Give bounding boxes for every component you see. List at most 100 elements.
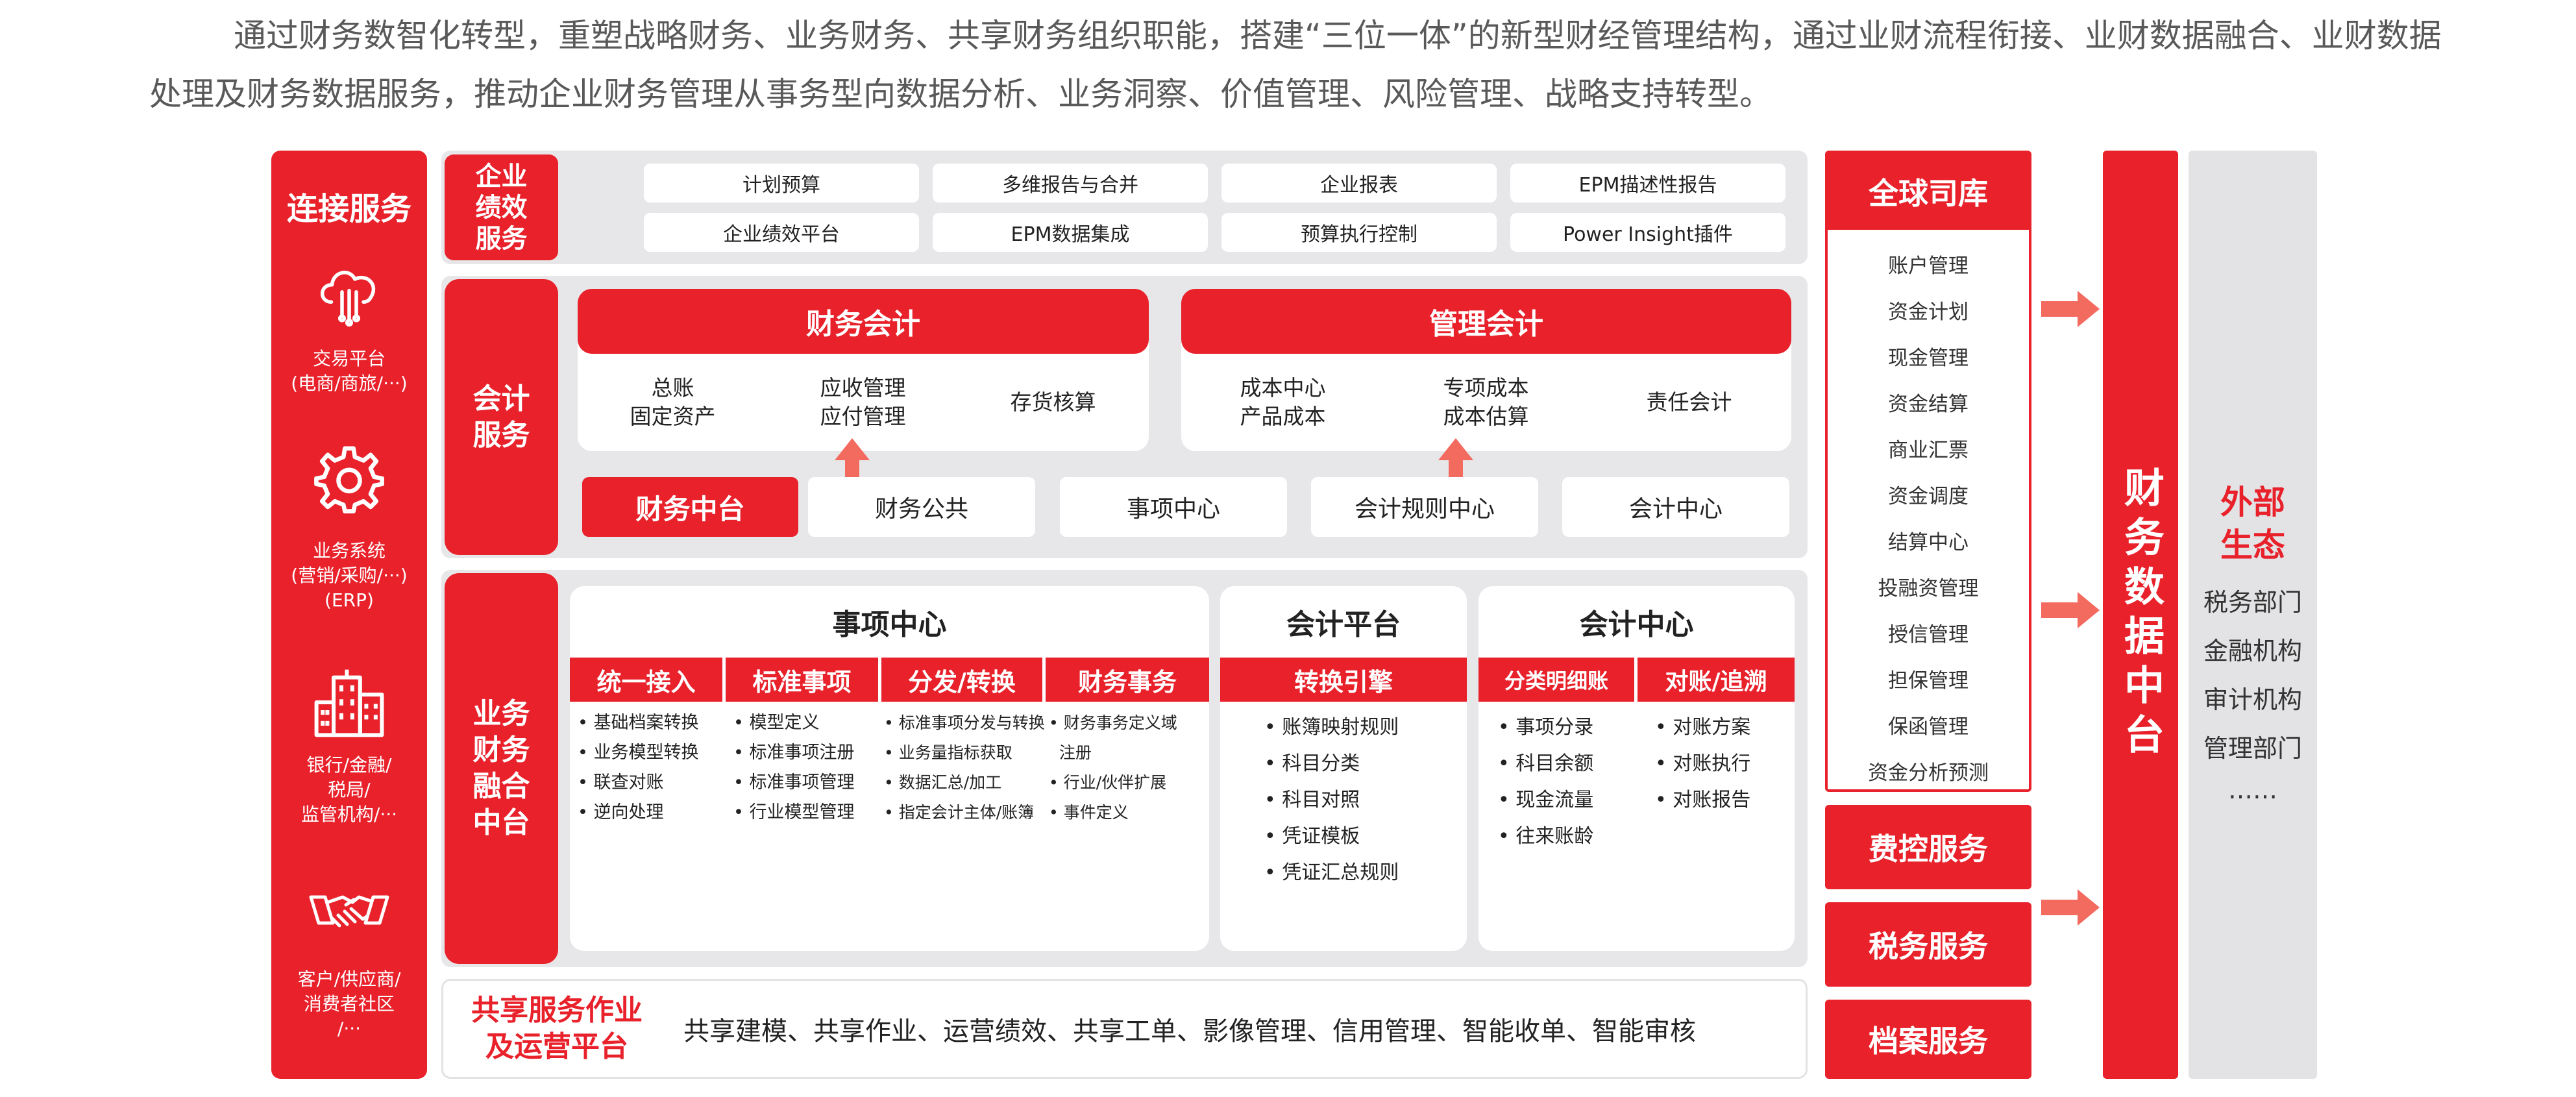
- gear-icon: [313, 443, 385, 514]
- event-column-list: • 模型定义 • 标准事项注册 • 标准事项管理 • 行业模型管理: [733, 708, 883, 828]
- epm-item: 计划预算: [644, 164, 919, 203]
- event-column-header: 财务事务: [1046, 658, 1209, 702]
- list-item: • 标准事项分发与转换: [884, 713, 1045, 732]
- list-item: • 基础档案转换: [578, 713, 699, 733]
- external-ecosystem-panel: 外部 生态 税务部门 金融机构 审计机构 管理部门 ……: [2189, 151, 2317, 1079]
- list-item: • 财务事务定义域: [1049, 713, 1177, 732]
- accounting-platform-box: 会计平台 转换引擎 • 账簿映射规则 • 科目分类 • 科目对照 • 凭证模板 …: [1220, 586, 1467, 951]
- archive-service: 档案服务: [1825, 1000, 2031, 1079]
- management-accounting-item: 专项成本 成本估算: [1443, 375, 1529, 429]
- event-column-header: 统一接入: [570, 658, 722, 702]
- external-item: 税务部门: [2203, 588, 2302, 617]
- epm-item: EPM数据集成: [933, 213, 1208, 252]
- list-item: • 模型定义: [733, 713, 820, 733]
- arrow-right-icon: [2041, 889, 2100, 926]
- treasury-list: 账户管理 资金计划 现金管理 资金结算 商业汇票 资金调度 结算中心 投融资管理…: [1828, 241, 2029, 794]
- finance-data-middle-platform: 财务数据中台: [2103, 151, 2178, 1079]
- financial-accounting-box: 财务会计 总账 固定资产 应收管理 应付管理 存货核算: [578, 289, 1149, 451]
- connect-item-label: 银行/金融/ 税局/ 监管机构/···: [301, 754, 398, 825]
- list-item: • 科目余额: [1498, 752, 1594, 775]
- list-item: • 标准事项管理: [733, 772, 855, 793]
- epm-item: Power Insight插件: [1510, 213, 1785, 252]
- accounting-center-title: 会计中心: [1579, 608, 1694, 641]
- accounting-center-header: 对账/追溯: [1638, 658, 1795, 702]
- accounting-platform-title: 会计平台: [1286, 608, 1401, 641]
- external-ecosystem-title: 外部 生态: [2220, 484, 2285, 564]
- treasury-item: 结算中心: [1888, 531, 1969, 554]
- event-column-list: • 标准事项分发与转换 • 业务量指标获取 • 数据汇总/加工 • 指定会计主体…: [884, 708, 1046, 828]
- arrow-up-icon: [1438, 438, 1473, 489]
- finance-middle-item: 事项中心: [1060, 477, 1287, 537]
- list-item: • 逆向处理: [578, 802, 664, 822]
- building-icon: [310, 663, 388, 741]
- external-ecosystem-list: 税务部门 金融机构 审计机构 管理部门 ……: [2189, 576, 2317, 809]
- management-accounting-box: 管理会计 成本中心 产品成本 专项成本 成本估算 责任会计: [1181, 289, 1791, 451]
- epm-item: 企业绩效平台: [644, 213, 919, 252]
- treasury-item: 资金调度: [1888, 485, 1969, 508]
- finance-middle-item: 会计规则中心: [1311, 477, 1538, 537]
- list-item: • 现金流量: [1498, 789, 1594, 811]
- treasury-item: 投融资管理: [1878, 577, 1979, 600]
- accounting-center-header: 分类明细账: [1478, 658, 1634, 702]
- treasury-item: 账户管理: [1888, 254, 1969, 278]
- financial-accounting-item: 存货核算: [1010, 389, 1096, 415]
- accounting-center-list: • 对账方案 • 对账执行 • 对账报告: [1655, 709, 1791, 819]
- epm-item: 多维报告与合并: [933, 164, 1208, 203]
- management-accounting-header: 管理会计: [1181, 289, 1791, 354]
- finance-middle-item: 财务公共: [808, 477, 1035, 537]
- arrow-right-icon: [2041, 592, 2100, 628]
- list-item: • 凭证汇总规则: [1264, 861, 1399, 884]
- cloud-icon: [313, 258, 385, 329]
- fusion-title: 业务 财务 融合 中台: [445, 573, 558, 964]
- shared-service-content: 共享建模、共享作业、运营绩效、共享工单、影像管理、信用管理、智能收单、智能审核: [683, 1017, 1696, 1046]
- accounting-title: 会计 服务: [445, 279, 558, 555]
- conversion-engine-header: 转换引擎: [1220, 658, 1467, 702]
- list-item: • 凭证模板: [1264, 825, 1360, 848]
- list-item: • 对账执行: [1655, 752, 1751, 775]
- connect-item-label: 业务系统 (营销/采购/···) (ERP): [291, 540, 408, 611]
- financial-accounting-item: 应收管理 应付管理: [820, 375, 906, 429]
- list-item: • 对账方案: [1655, 716, 1751, 739]
- handshake-icon: [307, 878, 391, 943]
- arrow-up-icon: [835, 438, 870, 489]
- finance-middle-platform-label: 财务中台: [582, 477, 798, 537]
- epm-item: 预算执行控制: [1221, 213, 1497, 252]
- list-item: 注册: [1049, 743, 1092, 762]
- list-item: • 业务量指标获取: [884, 743, 1012, 762]
- list-item: • 指定会计主体/账簿: [884, 803, 1035, 822]
- list-item: • 业务模型转换: [578, 743, 699, 763]
- finance-middle-item: 会计中心: [1562, 477, 1789, 537]
- treasury-item: 授信管理: [1888, 623, 1969, 647]
- shared-service-title: 共享服务作业 及运营平台: [471, 994, 643, 1063]
- external-item: ……: [2228, 776, 2277, 804]
- event-column-list: • 基础档案转换 • 业务模型转换 • 联查对账 • 逆向处理: [578, 708, 727, 828]
- epm-item: EPM描述性报告: [1510, 164, 1785, 203]
- intro-text: 通过财务数智化转型，重塑战略财务、业务财务、共享财务组织职能，搭建“三位一体”的…: [149, 17, 2442, 113]
- treasury-item: 现金管理: [1888, 347, 1969, 370]
- accounting-panel: 会计 服务 财务会计 总账 固定资产 应收管理 应付管理 存货核算 管理会计 成…: [441, 276, 1808, 558]
- list-item: • 事件定义: [1049, 803, 1129, 822]
- list-item: • 事项分录: [1498, 716, 1594, 739]
- treasury-item: 资金结算: [1888, 393, 1969, 416]
- list-item: • 科目对照: [1264, 789, 1360, 811]
- treasury-title: 全球司库: [1828, 153, 2029, 230]
- list-item: • 行业模型管理: [733, 802, 855, 822]
- event-column-list: • 财务事务定义域 注册 • 行业/伙伴扩展 • 事件定义: [1049, 708, 1208, 828]
- accounting-platform-list: • 账簿映射规则 • 科目分类 • 科目对照 • 凭证模板 • 凭证汇总规则: [1264, 709, 1459, 891]
- treasury-panel: 全球司库 账户管理 资金计划 现金管理 资金结算 商业汇票 资金调度 结算中心 …: [1825, 151, 2031, 792]
- treasury-item: 资金分析预测: [1868, 761, 1989, 785]
- connect-panel: 连接服务 交易平台 (电商/商旅/···) 业务系统 (营销/采购/···) (…: [271, 151, 427, 1079]
- connect-item-label: 客户/供应商/ 消费者社区 /···: [297, 968, 401, 1039]
- treasury-item: 商业汇票: [1888, 439, 1969, 462]
- management-accounting-item: 成本中心 产品成本: [1240, 375, 1326, 429]
- accounting-center-box: 会计中心 分类明细账 对账/追溯 • 事项分录 • 科目余额 • 现金流量 • …: [1478, 586, 1795, 951]
- external-item: 管理部门: [2203, 734, 2302, 763]
- tax-service: 税务服务: [1825, 902, 2031, 987]
- list-item: • 联查对账: [578, 772, 664, 793]
- external-item: 审计机构: [2203, 685, 2302, 714]
- event-center-box: 事项中心 统一接入 标准事项 分发/转换 财务事务 • 基础档案转换 • 业务模…: [570, 586, 1209, 951]
- connect-item-label: 交易平台 (电商/商旅/···): [291, 348, 408, 394]
- connect-title: 连接服务: [286, 191, 411, 227]
- finance-data-middle-label: 财务数据中台: [2117, 467, 2165, 763]
- treasury-item: 保函管理: [1888, 715, 1969, 739]
